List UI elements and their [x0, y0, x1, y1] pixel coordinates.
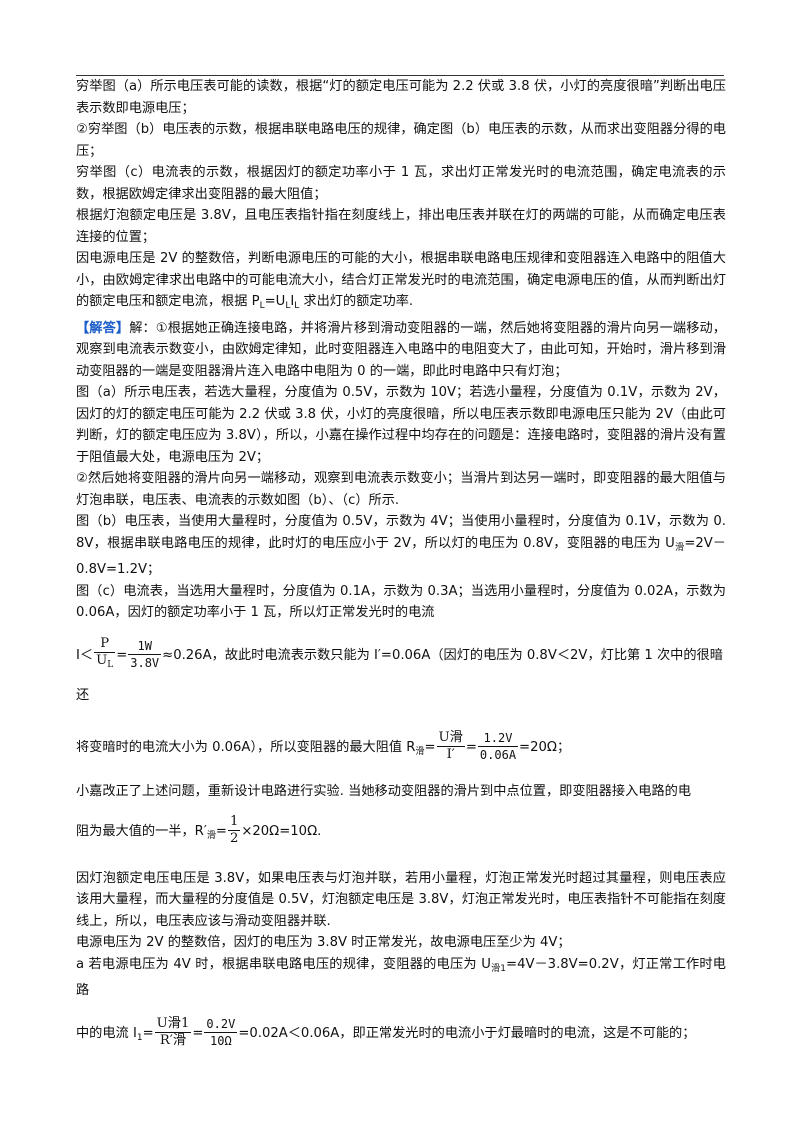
answer-tag: 【解答】 [76, 320, 130, 336]
paragraph-13: 电源电压为 2V 的整数倍，因灯的电压为 3.8V 时正常发光，故电源电压至少为… [76, 935, 571, 950]
paragraph-9: 图（b）电压表，当使用大量程时，分度值为 0.5V，示数为 4V；当使用小量程时… [76, 514, 726, 577]
paragraph-14: a 若电源电压为 4V 时，根据串联电路电压的规律，变阻器的电压为 U滑1=4V… [76, 956, 726, 999]
paragraph-11: 小嘉改正了上述问题，重新设计电路进行实验. 当她移动变阻器的滑片到中点位置，即变… [76, 783, 692, 799]
paragraph-7: 图（a）所示电压表，若选大量程，分度值为 0.5V，示数为 10V；若选小量程，… [76, 385, 726, 465]
paragraph-3: 穷举图（c）电流表的示数，根据因灯的额定功率小于 1 瓦，求出灯正常发光时的电流… [76, 165, 726, 202]
paragraph-8: ②然后她将变阻器的滑片向另一端移动，观察到电流表示数变小；当滑片到达另一端时，即… [76, 471, 726, 508]
paragraph-2: ②穷举图（b）电压表的示数，根据串联电路电压的规律，确定图（b）电压表的示数，从… [76, 122, 726, 159]
paragraph-12: 因灯泡额定电压电压是 3.8V，如果电压表与灯泡并联，若用小量程，灯泡正常发光时… [76, 870, 726, 929]
paragraph-1: 穷举图（a）所示电压表可能的读数，根据“灯的额定电压可能为 2.2 伏或 3.8… [76, 79, 726, 116]
solution-text: 穷举图（a）所示电压表可能的读数，根据“灯的额定电压可能为 2.2 伏或 3.8… [76, 76, 726, 1058]
paragraph-4: 根据灯泡额定电压是 3.8V，且电压表指针指在刻度线上，排出电压表并联在灯的两端… [76, 208, 726, 245]
paragraph-5: 因电源电压是 2V 的整数倍，判断电源电压的可能的大小，根据串联电路电压规律和变… [76, 251, 726, 311]
paragraph-10: 图（c）电流表，当选用大量程时，分度值为 0.1A，示数为 0.3A；当选用小量… [76, 583, 726, 621]
header-rule [76, 75, 724, 76]
answer-paragraph: 【解答】解：①根据她正确连接电路，并将滑片移到滑动变阻器的一端，然后她将变阻器的… [76, 320, 726, 379]
